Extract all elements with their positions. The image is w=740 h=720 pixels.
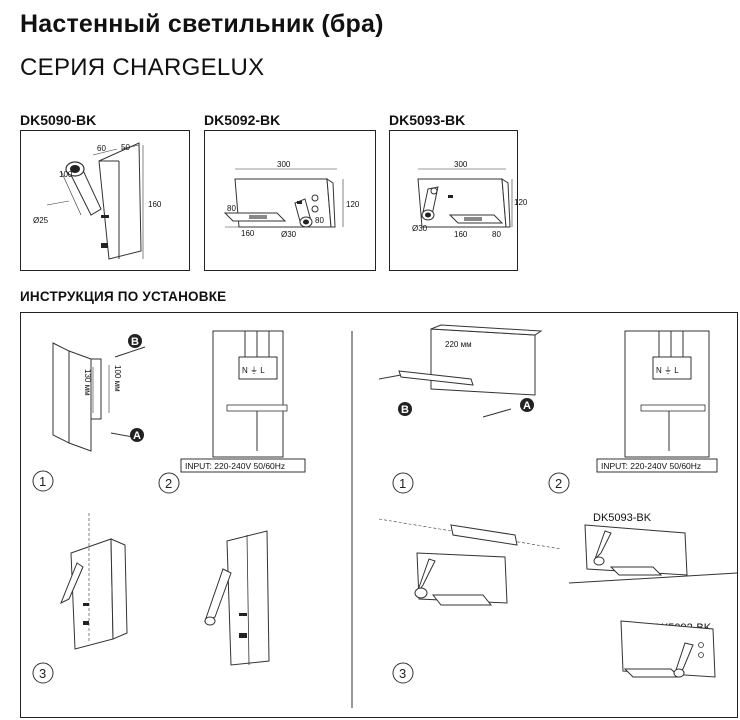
product-drawing-dk5093: 300 120 Ø30 160 80 [389, 130, 528, 271]
dim-130mm: 130 мм [83, 369, 92, 396]
left-step-3: 3 [39, 666, 46, 681]
dim-50: 50 [121, 143, 130, 152]
terminals-right: N ⏚ L [656, 366, 679, 375]
right-step3-drawing: 3 DK5093-BK DK5092-BK [378, 512, 738, 684]
dim-60: 60 [97, 144, 106, 153]
installation-instructions-panel: B A 130 мм 100 мм 1 N ⏚ L INPUT: 220-240… [20, 312, 738, 718]
label-dk5093-install: DK5093-BK [593, 512, 652, 524]
dim-80-shelf: 80 [227, 204, 236, 213]
dim-120: 120 [346, 200, 360, 209]
mark-a-right: A [523, 400, 531, 412]
mark-a-left: A [133, 430, 141, 442]
dim-80-b: 80 [492, 230, 501, 239]
terminals-left: N ⏚ L [242, 366, 265, 375]
dim-d25: Ø25 [33, 216, 49, 225]
right-step2-drawing: N ⏚ L INPUT: 220-240V 50/60Hz 2 [548, 330, 718, 494]
left-step-1: 1 [39, 474, 46, 489]
model-label-dk5090: DK5090-BK [20, 112, 97, 128]
right-step-3: 3 [399, 666, 406, 681]
dim-d30: Ø30 [281, 230, 297, 239]
dim-300-b: 300 [454, 160, 468, 169]
dim-100mm: 100 мм [113, 365, 122, 392]
left-step1-drawing: B A 130 мм 100 мм 1 [32, 334, 146, 492]
left-step2-drawing: N ⏚ L INPUT: 220-240V 50/60Hz 2 [158, 330, 306, 494]
right-step1-drawing: 220 мм B A 1 [378, 324, 543, 494]
model-label-dk5092: DK5092-BK [204, 112, 281, 128]
dk5090-line-drawing: 60 50 100 Ø25 160 [33, 142, 162, 260]
dk5092-line-drawing: 300 80 120 160 Ø30 80 [223, 160, 360, 239]
model-label-dk5093: DK5093-BK [389, 112, 466, 128]
dim-100: 100 [59, 170, 73, 179]
page-title: Настенный светильник (бра) [20, 10, 384, 38]
input-label-left: INPUT: 220-240V 50/60Hz [185, 461, 285, 471]
dim-120-b: 120 [514, 198, 528, 207]
dim-160-shelf: 160 [241, 229, 255, 238]
dk5093-line-drawing: 300 120 Ø30 160 80 [412, 160, 528, 239]
instructions-title: ИНСТРУКЦИЯ ПО УСТАНОВКЕ [20, 289, 227, 304]
mark-b-right: B [401, 404, 409, 416]
left-step-2: 2 [165, 476, 172, 491]
right-step-1: 1 [399, 476, 406, 491]
dim-80-depth: 80 [315, 216, 324, 225]
dim-300: 300 [277, 160, 291, 169]
right-step-2: 2 [555, 476, 562, 491]
input-label-right: INPUT: 220-240V 50/60Hz [601, 461, 701, 471]
dim-220mm: 220 мм [445, 340, 472, 349]
dim-160-b: 160 [454, 230, 468, 239]
product-drawing-dk5090: 60 50 100 Ø25 160 [20, 130, 190, 271]
instructions-drawings: B A 130 мм 100 мм 1 N ⏚ L INPUT: 220-240… [32, 324, 738, 708]
dim-160: 160 [148, 200, 162, 209]
left-step3-drawing: 3 [32, 513, 270, 684]
series-title: СЕРИЯ CHARGELUX [20, 54, 265, 81]
mark-b-left: B [131, 336, 139, 348]
dim-d30-b: Ø30 [412, 224, 428, 233]
product-drawing-dk5092: 300 80 120 160 Ø30 80 [204, 130, 376, 271]
